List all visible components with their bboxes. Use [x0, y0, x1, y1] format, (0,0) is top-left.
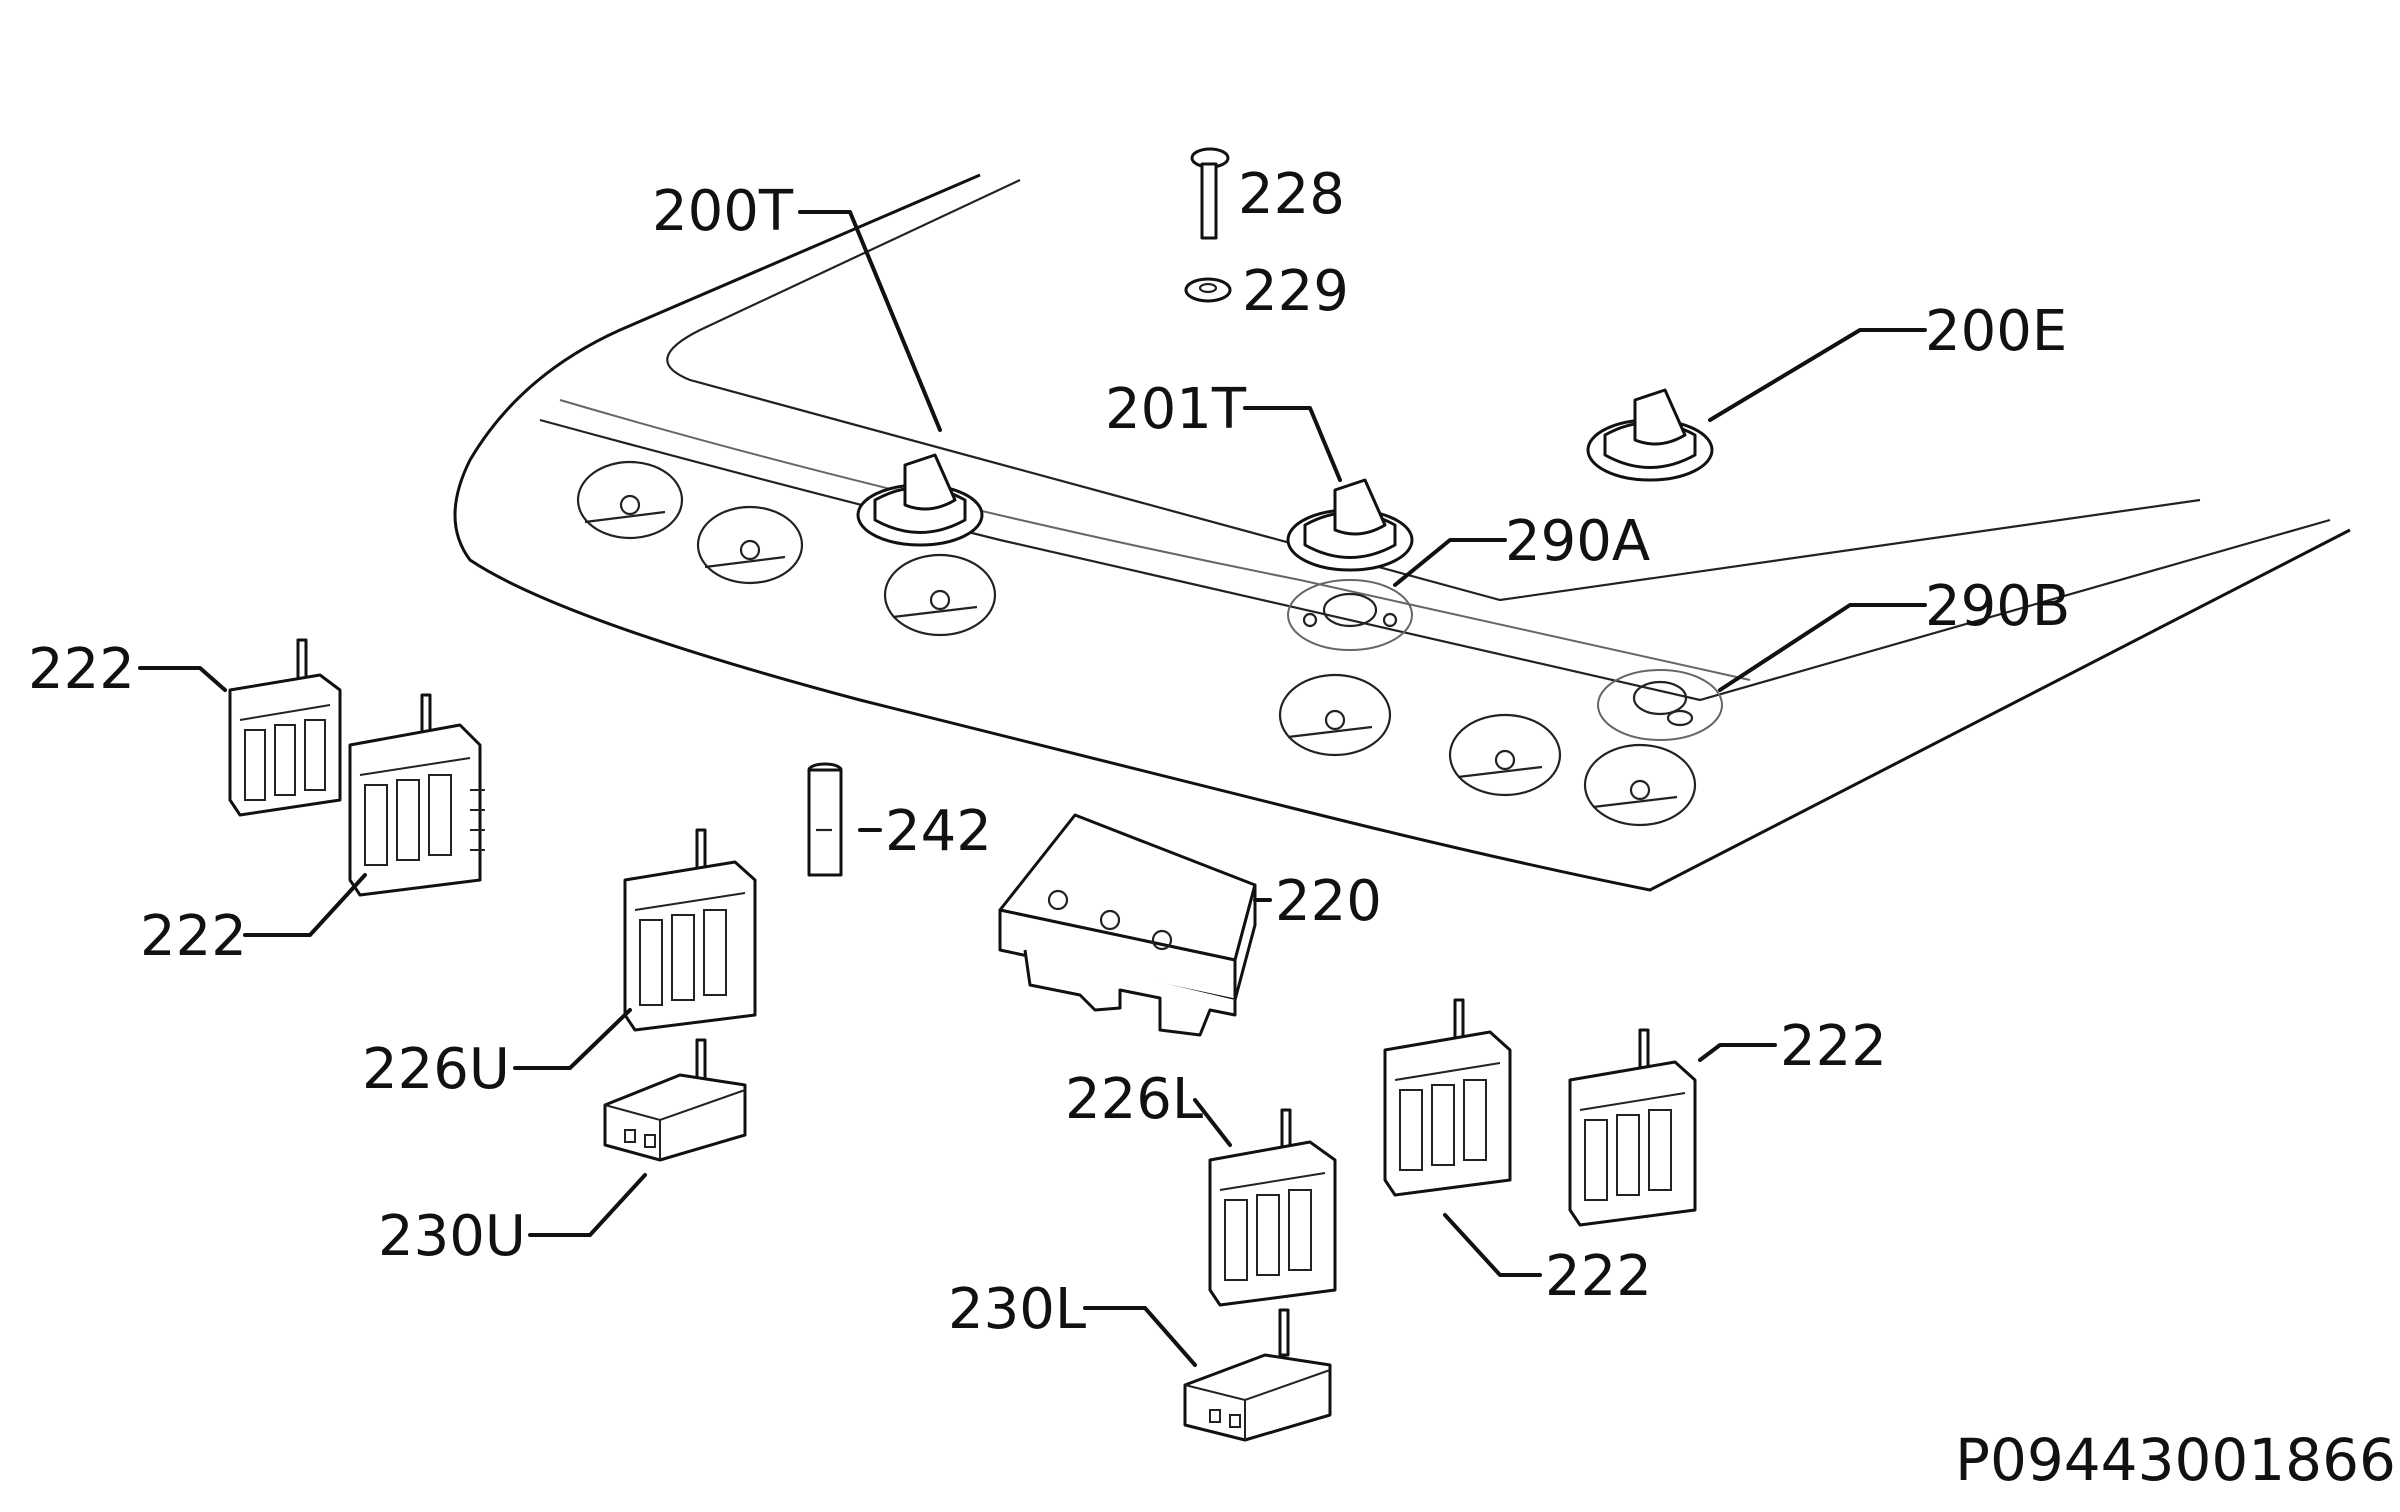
leader-226U — [513, 1008, 632, 1070]
panel-openings — [576, 460, 1697, 827]
label-242: 242 — [885, 799, 992, 864]
label-226U: 226U — [362, 1037, 510, 1102]
label-226L: 226L — [1065, 1067, 1203, 1132]
leader-200T — [798, 210, 942, 432]
indicator-290A — [1287, 579, 1413, 651]
leader-226L — [1193, 1098, 1232, 1147]
switch-222-c — [1383, 998, 1512, 1197]
leader-222-a — [138, 666, 227, 692]
leader-222-c — [1443, 1213, 1542, 1277]
opening-3 — [883, 553, 997, 637]
thermostat-230U — [603, 1038, 747, 1162]
label-200E: 200E — [1925, 299, 2067, 364]
screw-228 — [1190, 147, 1230, 240]
leader-222-d — [1698, 1043, 1777, 1062]
label-229: 229 — [1242, 259, 1349, 324]
label-222-c: 222 — [1545, 1244, 1652, 1309]
indicator-290B — [1597, 669, 1723, 741]
label-222-b: 222 — [140, 904, 247, 969]
switch-222-a — [228, 638, 342, 817]
leader-230U — [528, 1173, 647, 1237]
leader-290A — [1393, 538, 1507, 587]
opening-6 — [1583, 743, 1697, 827]
opening-4 — [1278, 673, 1392, 757]
leader-lines — [138, 210, 1927, 1367]
knob-201T — [1286, 478, 1414, 572]
thermostat-230L — [1183, 1308, 1332, 1442]
drawing-id: P09443001866 — [1955, 1426, 2396, 1494]
leader-201T — [1243, 406, 1342, 482]
knob-200T — [856, 453, 984, 547]
label-222-d: 222 — [1780, 1014, 1887, 1079]
rod-242 — [807, 762, 843, 877]
switch-222-d — [1568, 1028, 1697, 1227]
label-222-a: 222 — [28, 637, 135, 702]
label-230U: 230U — [378, 1204, 526, 1269]
opening-1 — [576, 460, 684, 540]
knob-200E — [1586, 388, 1714, 482]
label-228: 228 — [1238, 162, 1345, 227]
nut-229 — [1184, 277, 1232, 303]
label-230L: 230L — [948, 1277, 1086, 1342]
switch-226U — [623, 828, 757, 1032]
switch-222-b — [348, 693, 485, 897]
switch-226L — [1208, 1108, 1337, 1307]
label-201T: 201T — [1105, 377, 1247, 442]
label-290B: 290B — [1925, 574, 2070, 639]
opening-2 — [696, 505, 804, 585]
leader-290B — [1718, 603, 1927, 692]
opening-5 — [1448, 713, 1562, 797]
label-200T: 200T — [652, 179, 794, 244]
label-290A: 290A — [1505, 509, 1650, 574]
module-220 — [998, 813, 1257, 1037]
label-220: 220 — [1275, 869, 1382, 934]
leader-200E — [1708, 328, 1927, 422]
leader-222-b — [243, 873, 367, 937]
leader-230L — [1083, 1306, 1197, 1367]
callout-labels: 200T 228 229 200E 201T 290A 290B 222 222… — [28, 162, 2070, 1342]
